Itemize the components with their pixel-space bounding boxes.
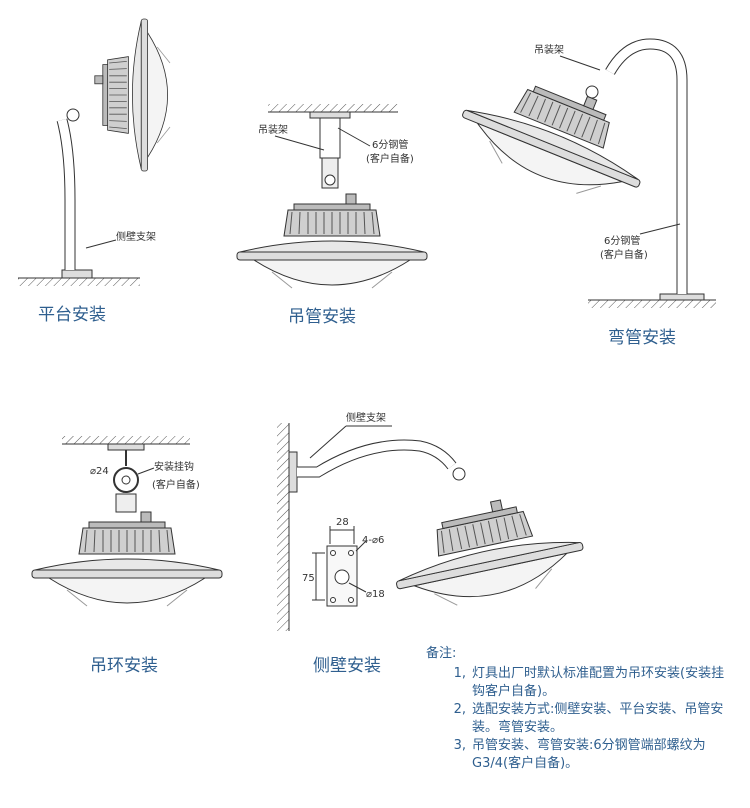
note-number: 1, <box>453 666 466 681</box>
caption-platform-install: 平台安装 <box>38 305 106 325</box>
hang-bracket-label-1: 吊装架 <box>258 123 288 136</box>
caption-ring-hang-install: 吊环安装 <box>90 656 158 676</box>
caption-curved-pipe-install: 弯管安装 <box>608 328 676 348</box>
side-wall-install-drawing <box>277 423 590 631</box>
caption-side-wall-install: 侧壁安装 <box>313 656 381 676</box>
dim-holes-label: 4-⌀6 <box>362 535 384 546</box>
self-prepared-label-2: (客户自备) <box>600 248 648 261</box>
hook-label: 安装挂钩 <box>154 460 194 473</box>
dim-18-label: ⌀18 <box>366 589 385 600</box>
diameter-24-label: ⌀24 <box>90 466 109 477</box>
note-item: 2, 选配安装方式:侧壁安装、平台安装、吊管安装。弯管安装。 <box>426 701 736 737</box>
notes-panel: 备注: 1, 灯具出厂时默认标准配置为吊环安装(安装挂钩客户自备)。 2, 选配… <box>426 645 736 773</box>
pipe-label-1: 6分钢管 <box>372 138 408 151</box>
notes-title: 备注: <box>426 646 457 661</box>
note-text: 灯具出厂时默认标准配置为吊环安装(安装挂钩客户自备)。 <box>472 666 725 699</box>
dim-75-label: 75 <box>302 573 315 584</box>
note-item: 3, 吊管安装、弯管安装:6分钢管端部螺纹为G3/4(客户自备)。 <box>426 737 736 773</box>
platform-install-drawing <box>18 18 171 286</box>
side-bracket-label-2: 侧壁支架 <box>346 411 386 424</box>
note-number: 2, <box>453 702 466 717</box>
note-text: 吊管安装、弯管安装:6分钢管端部螺纹为G3/4(客户自备)。 <box>472 738 706 771</box>
note-item: 1, 灯具出厂时默认标准配置为吊环安装(安装挂钩客户自备)。 <box>426 665 736 701</box>
self-prepared-label-3: (客户自备) <box>152 478 200 491</box>
hang-bracket-label-2: 吊装架 <box>534 43 564 56</box>
note-text: 选配安装方式:侧壁安装、平台安装、吊管安装。弯管安装。 <box>472 702 724 735</box>
curved-pipe-install-drawing <box>450 38 716 308</box>
dim-28-label: 28 <box>336 517 349 528</box>
pipe-hang-install-drawing <box>236 104 428 289</box>
ring-hang-install-drawing <box>31 436 223 607</box>
pipe-label-2: 6分钢管 <box>604 234 640 247</box>
side-bracket-label-1: 侧壁支架 <box>116 230 156 243</box>
note-number: 3, <box>453 738 466 753</box>
self-prepared-label-1: (客户自备) <box>366 152 414 165</box>
caption-pipe-hang-install: 吊管安装 <box>288 307 356 327</box>
